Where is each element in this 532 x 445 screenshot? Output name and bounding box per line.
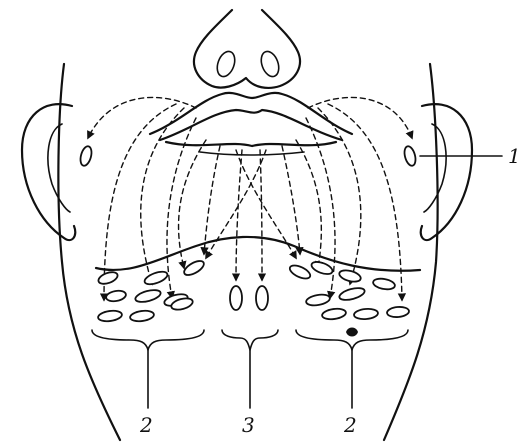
parotid-node-left (79, 145, 94, 167)
label-submandibular-right: 2 (343, 413, 357, 437)
leader-lines (148, 156, 502, 408)
left-ear (22, 104, 75, 240)
group-braces (92, 328, 408, 351)
nose-outline (194, 10, 300, 88)
parotid-node-right (403, 145, 418, 167)
label-submandibular-left: 2 (139, 413, 153, 437)
submandibular-nodes-right (288, 260, 409, 321)
submental-nodes (230, 286, 268, 310)
right-ear (421, 104, 472, 240)
lips-chin (150, 93, 352, 155)
submandibular-nodes-left (97, 258, 206, 322)
label-parotid: 1 (508, 144, 521, 168)
drainage-paths (88, 97, 412, 300)
label-submental: 3 (242, 413, 255, 437)
head-neck-outline (58, 64, 437, 440)
